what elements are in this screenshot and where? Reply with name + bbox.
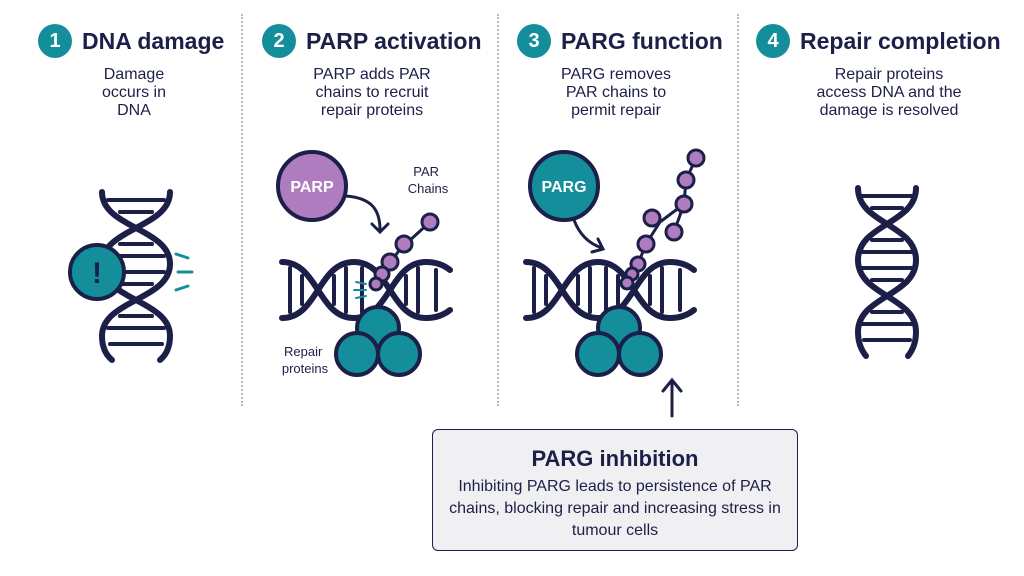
divider-3	[737, 14, 739, 406]
step-1-description-line: Damage	[103, 66, 165, 83]
parp-enzyme: PARP	[276, 150, 348, 222]
parp-label: PARP	[290, 179, 334, 196]
step-2-description-line: repair proteins	[320, 102, 424, 119]
step-4-title: Repair completion	[800, 27, 1001, 54]
step-1-description-line: DNA	[117, 102, 151, 119]
step-2-number-badge: 2	[262, 24, 296, 58]
step-4-number-badge: 4	[756, 24, 790, 58]
damage-alert-icon: !	[68, 243, 126, 301]
divider-1	[241, 14, 243, 406]
parg-inhibition-box: PARG inhibition Inhibiting PARG leads to…	[432, 429, 798, 551]
dna-helix-repaired	[854, 185, 920, 359]
divider-2	[497, 14, 499, 406]
step-4-header: 4 Repair completion	[756, 24, 1001, 58]
inhibition-arrow-up-icon	[661, 377, 683, 418]
parp-binding-arrow	[344, 194, 390, 235]
step-2-title: PARP activation	[306, 27, 482, 54]
dna-helix-horizontal-3	[523, 258, 697, 322]
dna-break-marks	[353, 281, 367, 299]
repair-proteins-label: Repair proteins	[282, 344, 329, 376]
damage-exclamation-mark: !	[92, 257, 102, 290]
step-3-description-line: PARG removes	[561, 66, 671, 83]
step-2-header: 2 PARP activation	[262, 24, 482, 58]
step-2-description-line: chains to recruit	[315, 84, 429, 101]
parg-inhibition-text: Inhibiting PARG leads to persistence of …	[449, 478, 781, 539]
parg-label: PARG	[541, 179, 586, 196]
repair-proteins-2	[334, 305, 422, 377]
step-2-description-line: PARP adds PAR	[313, 66, 431, 83]
step-1-number-badge: 1	[38, 24, 72, 58]
parg-inhibition-title: PARG inhibition	[531, 446, 699, 471]
step-1-description-line: occurs in	[101, 84, 167, 101]
step-3-title: PARG function	[561, 27, 723, 54]
step-4-description-line: access DNA and the	[816, 84, 962, 101]
dna-helix-damaged	[98, 189, 174, 363]
step-1-title: DNA damage	[82, 27, 225, 54]
par-chains-label: PAR Chains	[408, 164, 449, 196]
step-4-description-line: damage is resolved	[819, 102, 959, 119]
step-3-number-badge: 3	[517, 24, 551, 58]
step-1-header: 1 DNA damage	[38, 24, 224, 58]
repair-proteins-3	[575, 305, 663, 377]
par-chain-2	[368, 212, 440, 292]
par-chain-3	[619, 148, 706, 291]
parg-enzyme: PARG	[528, 150, 600, 222]
step-3-description-line: PAR chains to	[565, 84, 667, 101]
step-4-description-line: Repair proteins	[834, 66, 944, 83]
damage-signal-marks	[174, 252, 194, 292]
step-3-header: 3 PARG function	[517, 24, 723, 58]
parg-binding-arrow	[572, 218, 606, 254]
step-3-description-line: permit repair	[571, 102, 661, 119]
